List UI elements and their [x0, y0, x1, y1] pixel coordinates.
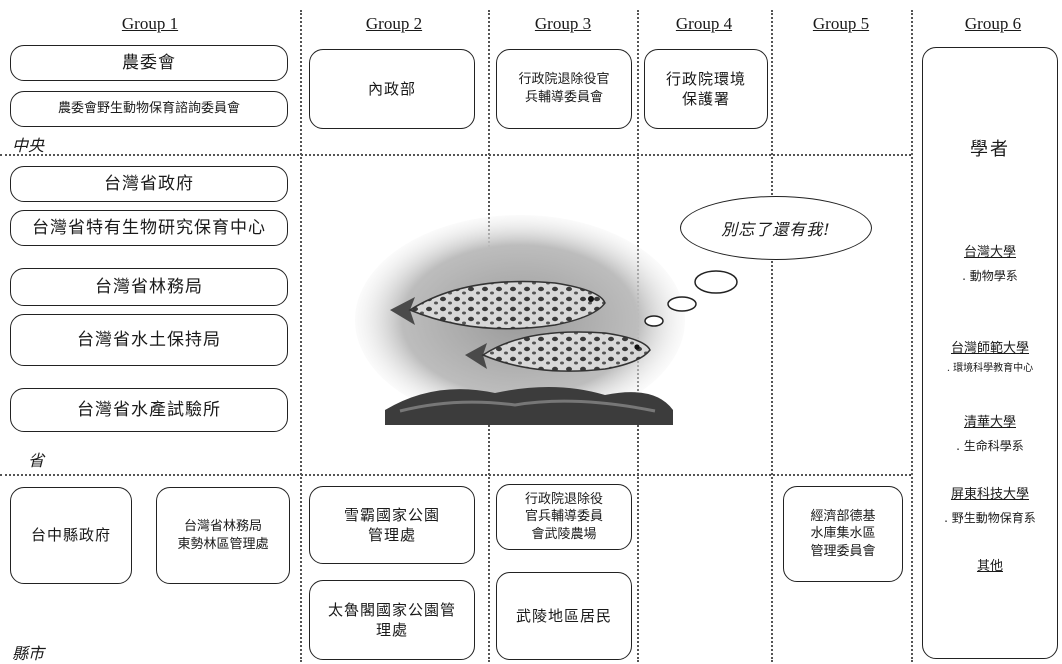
org-coa-wildlife-committee: 農委會野生動物保育諮詢委員會 — [10, 91, 288, 127]
org-taroko-national-park: 太魯閣國家公園管 理處 — [309, 580, 475, 660]
speech-bubble-text: 別忘了還有我! — [721, 220, 831, 239]
university-ntnu: 台灣師範大學 — [950, 341, 1029, 356]
department-ntu: . 動物學系 — [962, 269, 1018, 283]
department-nthu: . 生命科學系 — [956, 439, 1024, 453]
org-taiwan-provincial-gov: 台灣省政府 — [10, 166, 288, 202]
upper-trout — [390, 280, 606, 330]
org-wuling-residents: 武陵地區居民 — [496, 572, 632, 660]
tier-label-central: 中央 — [12, 136, 45, 155]
group-4-header: Group 4 — [675, 14, 733, 33]
org-taichung-county-gov: 台中縣政府 — [10, 487, 132, 584]
group-6-header: Group 6 — [964, 14, 1022, 33]
org-endemic-species-center: 台灣省特有生物研究保育中心 — [10, 210, 288, 246]
trout-illustration — [355, 215, 685, 425]
group-1-header: Group 1 — [121, 14, 179, 33]
divider-4-5 — [771, 10, 773, 662]
group-3-header: Group 3 — [534, 14, 592, 33]
scholars-panel: 學者 台灣大學 . 動物學系 台灣師範大學 . 環境科學教育中心 清華大學 . … — [922, 47, 1058, 659]
thought-bubble-trail — [644, 270, 738, 327]
group-2-header: Group 2 — [365, 14, 423, 33]
org-fisheries-institute: 台灣省水產試驗所 — [10, 388, 288, 432]
group-5-header: Group 5 — [812, 14, 870, 33]
org-vac: 行政院退除役官 兵輔導委員會 — [496, 49, 632, 129]
tier-label-provincial: 省 — [28, 451, 45, 470]
org-dongshi-forest-district: 台灣省林務局 東勢林區管理處 — [156, 487, 290, 584]
scholars-title: 學者 — [970, 139, 1010, 160]
org-techi-reservoir-committee: 經濟部德基 水庫集水區 管理委員會 — [783, 486, 903, 582]
lower-trout — [465, 331, 651, 372]
org-epa: 行政院環境 保護署 — [644, 49, 768, 129]
university-nthu: 清華大學 — [963, 415, 1016, 430]
org-coa: 農委會 — [10, 45, 288, 81]
org-forestry-bureau: 台灣省林務局 — [10, 268, 288, 306]
scholars-other: 其他 — [976, 559, 1003, 574]
speech-bubble: 別忘了還有我! — [680, 196, 872, 260]
university-npust: 屏東科技大學 — [950, 487, 1029, 502]
org-shei-pa-national-park: 雪霸國家公園 管理處 — [309, 486, 475, 564]
riverbed — [385, 386, 673, 425]
university-ntu: 台灣大學 — [963, 245, 1016, 260]
tier-divider-central — [0, 154, 911, 156]
org-ministry-interior: 內政部 — [309, 49, 475, 129]
divider-1-2 — [300, 10, 302, 662]
org-wuling-farm: 行政院退除役 官兵輔導委員 會武陵農場 — [496, 484, 632, 550]
tier-divider-provincial — [0, 474, 911, 476]
department-npust: . 野生動物保育系 — [944, 511, 1036, 525]
divider-5-6 — [911, 10, 913, 662]
tier-label-county: 縣市 — [12, 644, 45, 663]
department-ntnu: . 環境科學教育中心 — [946, 363, 1034, 374]
org-soil-water-bureau: 台灣省水土保持局 — [10, 314, 288, 366]
